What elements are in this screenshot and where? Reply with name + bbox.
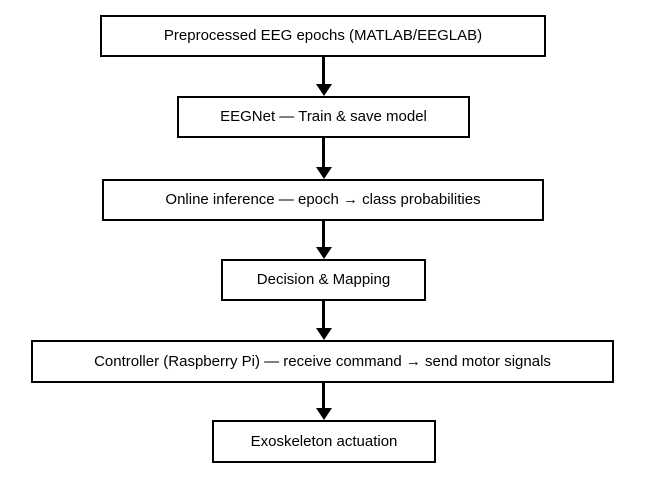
arrow-head xyxy=(315,247,332,259)
arrow-shaft xyxy=(322,138,325,167)
flow-node-exoskeleton-actuation: Exoskeleton actuation xyxy=(212,420,436,463)
arrow-head xyxy=(315,408,332,420)
flow-arrow-down-icon xyxy=(315,301,332,340)
arrow-shaft xyxy=(322,301,325,328)
arrow-shaft xyxy=(322,57,325,84)
flow-arrow-down-icon xyxy=(315,138,332,179)
flow-arrow-down-icon xyxy=(315,221,332,259)
arrow-head xyxy=(315,167,332,179)
flow-arrow-down-icon xyxy=(315,57,332,96)
flow-node-controller-raspberry-pi: Controller (Raspberry Pi) — receive comm… xyxy=(31,340,614,383)
flow-arrow-down-icon xyxy=(315,383,332,420)
flow-node-preprocessed-eeg-epochs: Preprocessed EEG epochs (MATLAB/EEGLAB) xyxy=(100,15,546,57)
arrow-head xyxy=(315,328,332,340)
flow-node-online-inference: Online inference — epoch → class probabi… xyxy=(102,179,544,221)
flow-node-label: EEGNet — Train & save model xyxy=(220,108,427,125)
flow-node-label: Controller (Raspberry Pi) — receive comm… xyxy=(94,352,551,370)
flow-node-label: Online inference — epoch → class probabi… xyxy=(165,191,481,208)
flow-node-label: Exoskeleton actuation xyxy=(250,432,398,450)
flow-node-decision-mapping: Decision & Mapping xyxy=(221,259,426,301)
arrow-head xyxy=(315,84,332,96)
arrow-shaft xyxy=(322,383,325,408)
flow-node-label: Decision & Mapping xyxy=(256,271,391,288)
flow-node-label: Preprocessed EEG epochs (MATLAB/EEGLAB) xyxy=(163,27,483,44)
flow-node-eegnet-train-save: EEGNet — Train & save model xyxy=(177,96,470,138)
arrow-shaft xyxy=(322,221,325,247)
